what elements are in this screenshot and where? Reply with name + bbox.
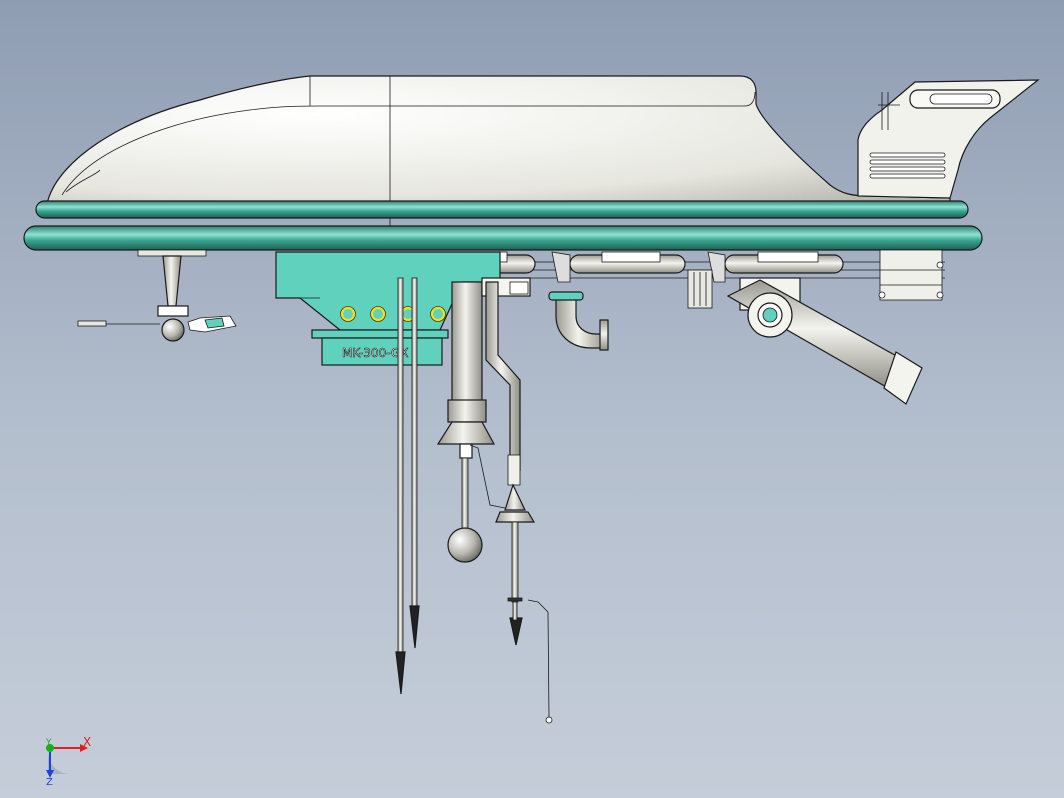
vent-slats [869,152,946,179]
hull-body [47,75,951,250]
cylinder-2 [569,251,686,274]
bent-pipe [485,281,536,646]
axis-y-label: Y [45,738,52,748]
u-pipe [548,291,609,351]
tow-hook-assembly [77,249,237,342]
axis-x-label: X [83,735,91,749]
axis-z-label: Z [46,777,53,788]
wire-probe [527,599,553,724]
model-plate: MK-300-GX [321,337,443,366]
probe-rod-2 [409,277,420,649]
cylinder-3 [724,251,844,274]
upper-rail [35,200,969,219]
lower-rail [23,225,983,251]
center-column [436,281,506,563]
model-plate-label: MK-300-GX [342,346,409,360]
probe-rod-1 [395,277,406,695]
engine-nozzle [687,269,923,405]
axis-triad: X Y Z [45,735,91,788]
rear-vent-housing [857,79,1040,199]
